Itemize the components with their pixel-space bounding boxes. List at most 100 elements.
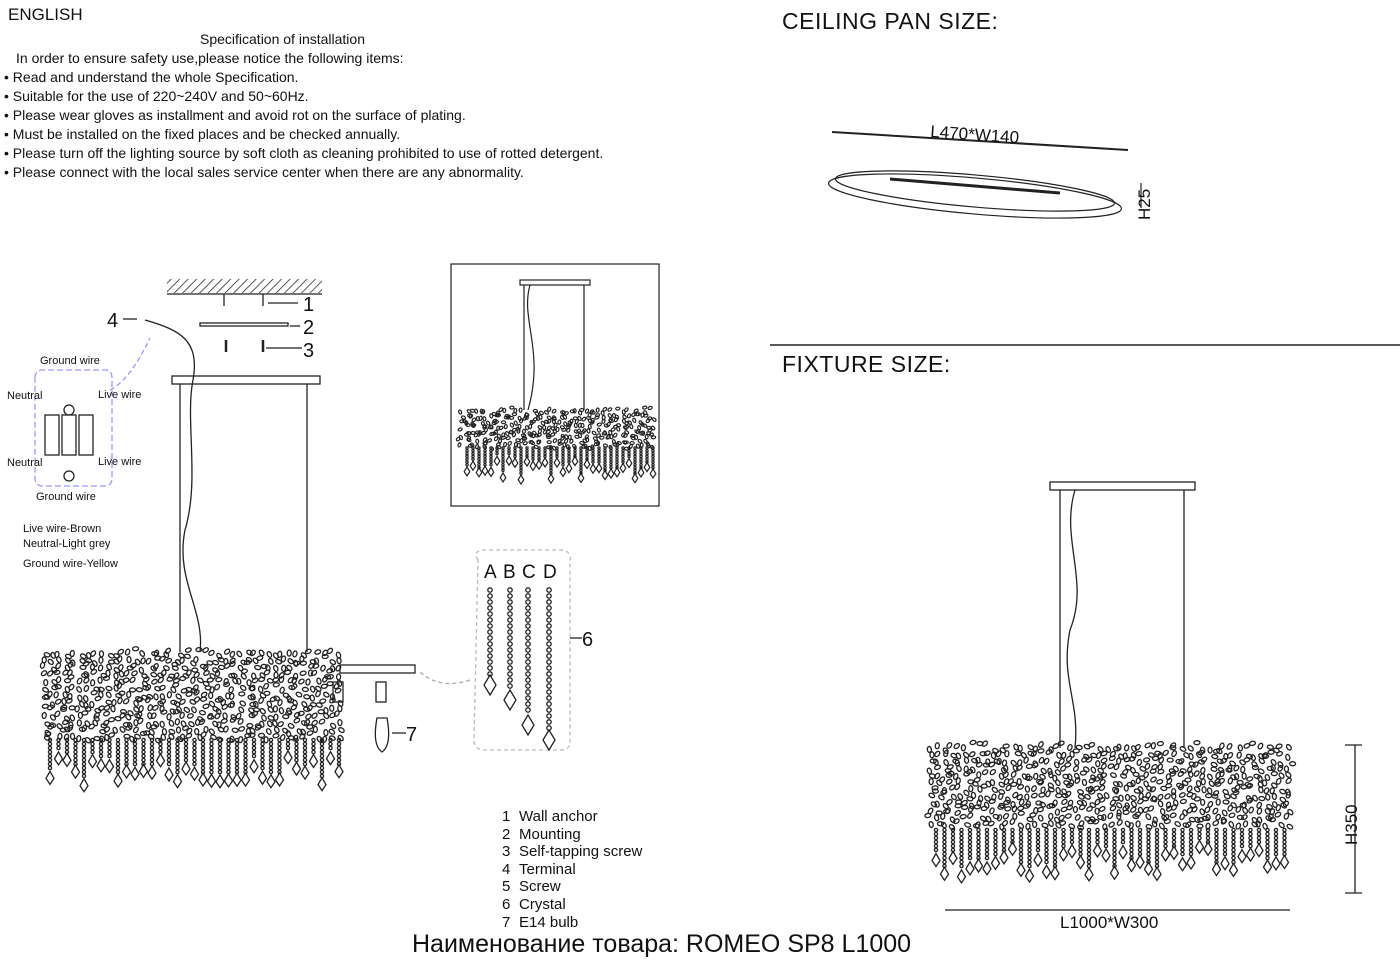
crystal-mark — [64, 737, 70, 743]
crystal-mark — [77, 711, 84, 720]
crystal-mark — [1004, 750, 1010, 758]
crystal-mark — [1083, 753, 1090, 760]
crystal-mark — [1146, 831, 1151, 837]
crystal-mark — [303, 719, 311, 726]
crystal-mark — [268, 753, 274, 759]
crystal-mark — [304, 648, 312, 655]
crystal-mark — [1137, 835, 1143, 841]
crystal-mark — [1137, 827, 1143, 833]
crystal-mark — [555, 446, 559, 450]
crystal-mark — [622, 433, 628, 438]
crystal-mark — [612, 432, 618, 438]
crystal-mark — [555, 426, 560, 433]
crystal-mark — [1257, 742, 1264, 750]
crystal-mark — [546, 641, 552, 647]
crystal-mark — [469, 459, 477, 472]
crystal-mark — [933, 847, 939, 853]
crystal-mark — [645, 454, 649, 459]
crystal-mark — [259, 720, 265, 728]
crystal-mark — [171, 661, 179, 668]
crystal-mark — [609, 451, 613, 456]
crystal-mark — [471, 454, 475, 459]
crystal-mark — [505, 454, 513, 467]
crystal-mark — [990, 751, 997, 760]
crystal-mark — [946, 764, 954, 770]
crystal-mark — [1048, 820, 1054, 827]
crystal-mark — [546, 713, 552, 719]
crystal-mark — [1205, 822, 1211, 830]
crystal-mark — [468, 413, 474, 419]
crystal-mark — [1277, 764, 1284, 772]
crystal-mark — [1151, 820, 1158, 828]
crystal-mark — [967, 839, 973, 845]
crystal-mark — [976, 831, 981, 837]
crystal-mark — [277, 650, 283, 658]
crystal-mark — [243, 761, 248, 767]
crystal-mark — [1031, 820, 1038, 829]
crystal-mark — [81, 749, 87, 755]
crystal-mark — [1154, 859, 1160, 865]
crystal-mark — [942, 831, 947, 837]
crystal-mark — [465, 457, 469, 461]
crystal-mark — [1273, 843, 1279, 849]
crystal-mark — [334, 763, 344, 779]
crystal-mark — [226, 737, 231, 743]
crystal-mark — [561, 446, 565, 450]
crystal-mark — [1222, 835, 1228, 841]
crystal-mark — [297, 710, 305, 717]
crystal-mark — [1061, 839, 1066, 845]
crystal-mark — [489, 460, 493, 464]
crystal-mark — [519, 454, 523, 459]
crystal-mark — [1257, 768, 1265, 775]
crystal-mark — [185, 669, 192, 677]
crystal-mark — [172, 682, 180, 688]
crystal-mark — [1069, 831, 1075, 837]
crystal-mark — [128, 687, 137, 693]
crystal-mark — [107, 717, 116, 723]
crystal-mark — [1027, 851, 1032, 857]
crystal-mark — [645, 418, 651, 424]
crystal-mark — [1112, 831, 1117, 837]
crystal-mark — [53, 669, 61, 676]
crystal-mark — [54, 710, 61, 718]
crystal-mark — [483, 673, 497, 697]
crystal-mark — [1052, 847, 1058, 853]
crystal-mark — [489, 454, 493, 459]
crystal-mark — [471, 446, 475, 450]
crystal-mark — [477, 460, 481, 464]
crystal-mark — [609, 433, 614, 440]
crystal-mark — [55, 676, 62, 684]
callout-3: 3 — [303, 340, 314, 362]
crystal-mark — [1180, 835, 1185, 841]
crystal-mark — [489, 463, 493, 467]
crystal-mark — [1121, 769, 1129, 776]
crystal-mark — [68, 683, 75, 691]
crystal-mark — [519, 457, 523, 461]
crystal-mark — [183, 737, 189, 743]
crystal-mark — [237, 718, 244, 725]
callout-1: 1 — [303, 294, 314, 316]
crystal-mark — [979, 815, 987, 822]
crystal-mark — [501, 454, 505, 459]
crystal-mark — [158, 737, 163, 743]
crystal-mark — [543, 446, 547, 450]
crystal-mark — [56, 656, 62, 664]
crystal-mark — [1265, 847, 1270, 853]
crystal-mark — [53, 691, 59, 699]
crystal-mark — [579, 454, 583, 459]
crystal-mark — [981, 769, 989, 776]
crystal-mark — [325, 750, 336, 766]
crystal-mark — [145, 721, 152, 730]
crystal-mark — [507, 440, 512, 446]
crystal-mark — [482, 416, 487, 422]
crystal-mark — [179, 698, 186, 705]
crystal-mark — [1270, 771, 1278, 777]
crystal-mark — [1129, 806, 1137, 813]
crystal-mark — [637, 466, 645, 478]
crystal-mark — [967, 851, 973, 857]
crystal-mark — [957, 793, 964, 801]
crystal-mark — [639, 446, 643, 450]
crystal-mark — [525, 683, 531, 689]
crystal-mark — [263, 682, 270, 690]
